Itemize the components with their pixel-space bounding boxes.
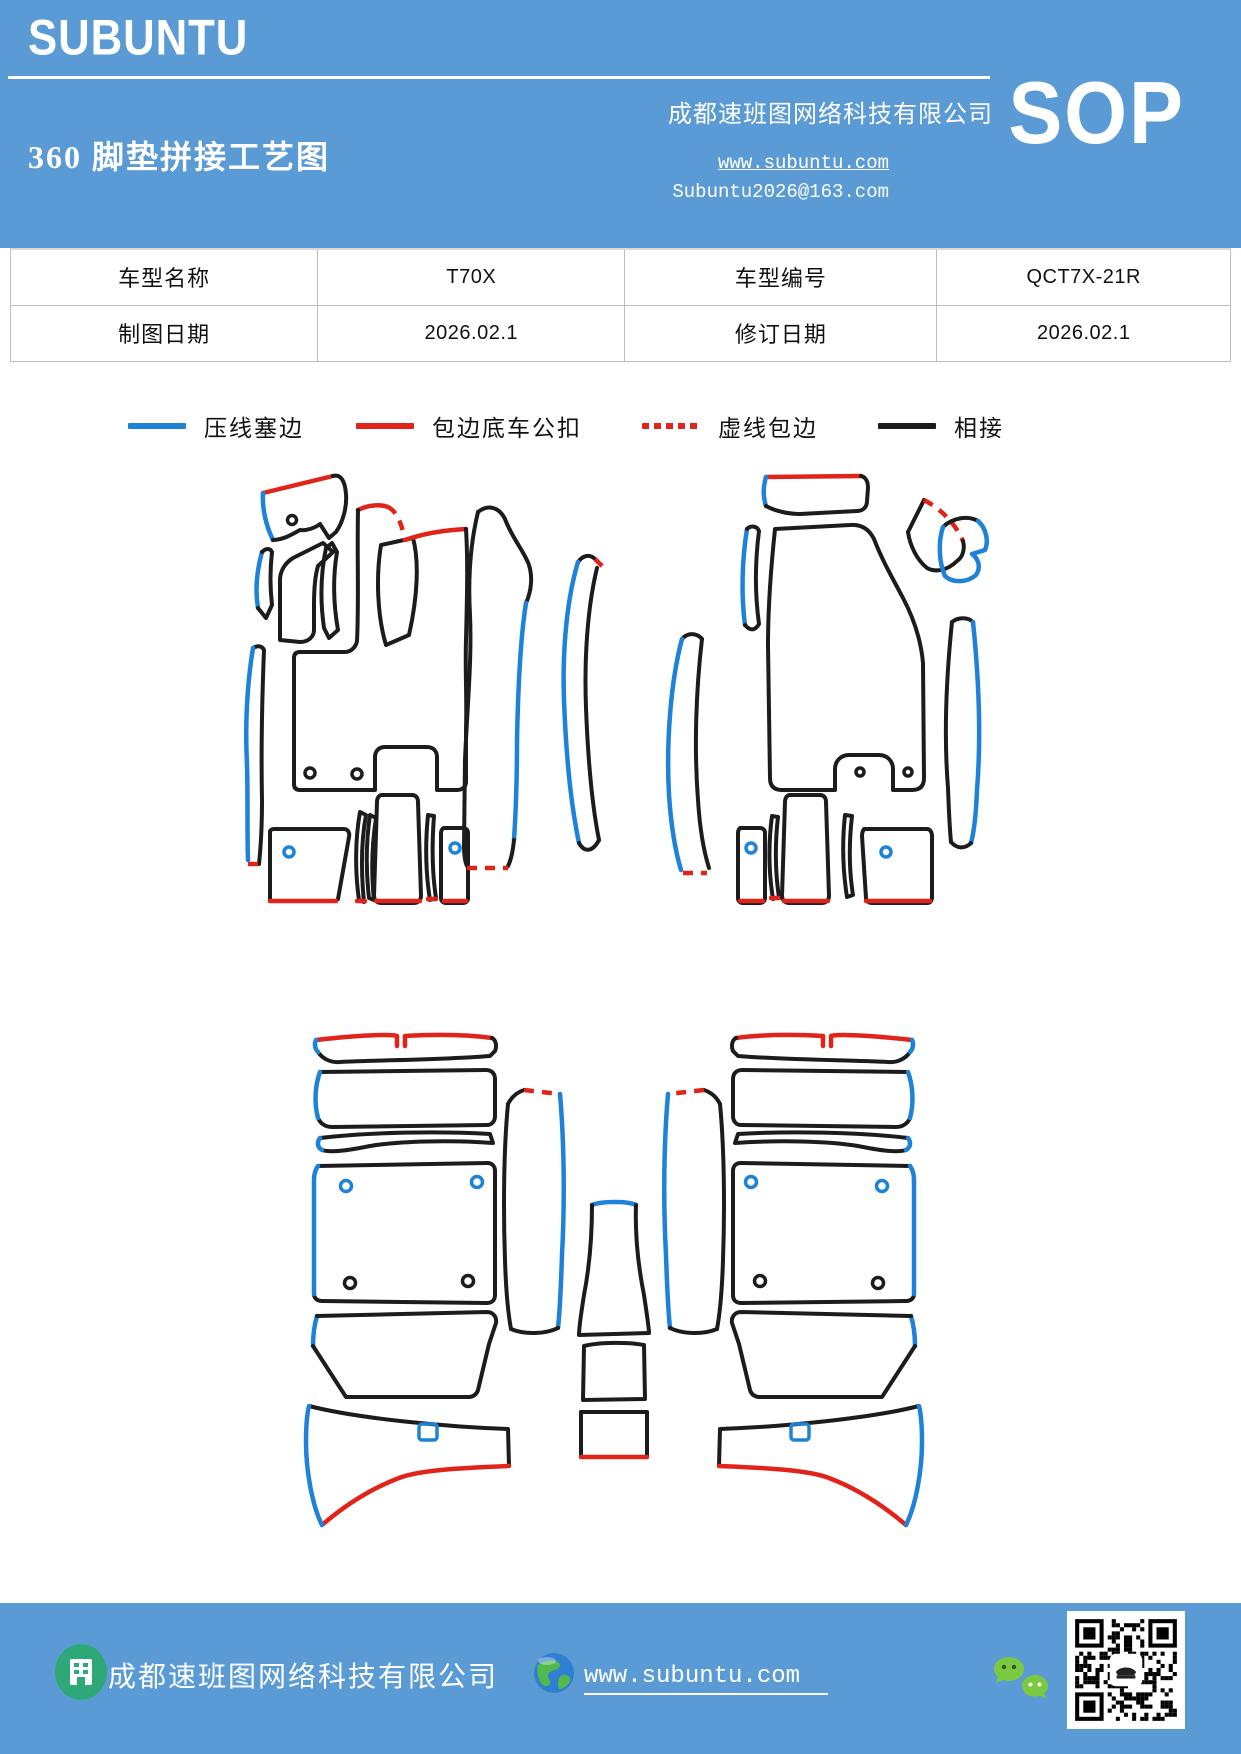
red-line-swatch <box>356 423 414 429</box>
revision-date-value: 2026.02.1 <box>1036 321 1131 344</box>
front-right-mat-group <box>561 473 989 905</box>
table-cell-date-value: 2026.02.1 <box>318 305 626 361</box>
legend-item-red-dashed: 虚线包边 <box>642 409 818 443</box>
legend-item-blue: 压线塞边 <box>128 409 304 443</box>
draw-date-value: 2026.02.1 <box>424 321 519 344</box>
footer: 成都速班图网络科技有限公司 www.subuntu.com <box>0 1603 1241 1754</box>
revision-date-label: 修订日期 <box>734 322 827 348</box>
header-company-name: 成都速班图网络科技有限公司 <box>668 102 993 128</box>
table-cell-revision-label: 修订日期 <box>625 305 938 361</box>
table-cell-model-value: T70X <box>318 250 626 306</box>
table-cell-revision-value: 2026.02.1 <box>937 306 1230 362</box>
legend-label: 相接 <box>954 416 1004 441</box>
qr-code <box>1067 1611 1185 1729</box>
legend-label: 压线塞边 <box>204 416 304 441</box>
header-divider <box>8 76 990 79</box>
header: SUBUNTU 360 脚垫拼接工艺图 成都速班图网络科技有限公司 www.su… <box>0 0 1241 248</box>
footer-website-link[interactable]: www.subuntu.com <box>584 1663 829 1695</box>
rear-mat-right-half <box>664 1035 922 1525</box>
header-website-link[interactable]: www.subuntu.com <box>717 152 889 174</box>
draw-date-label: 制图日期 <box>118 322 211 348</box>
table-cell-code-value: QCT7X-21R <box>937 250 1230 306</box>
page-title: 360 脚垫拼接工艺图 <box>28 139 331 175</box>
header-email: Subuntu2026@163.com <box>672 181 889 203</box>
model-name-label: 车型名称 <box>118 266 211 292</box>
globe-icon <box>534 1653 574 1693</box>
model-code-label: 车型编号 <box>734 266 827 292</box>
legend-item-black: 相接 <box>878 409 1004 443</box>
wechat-icon <box>994 1657 1048 1699</box>
table-cell-code-label: 车型编号 <box>625 250 938 306</box>
model-code-value: QCT7X-21R <box>1026 265 1141 288</box>
rear-mats-diagram <box>0 1020 1241 1565</box>
rear-mat-left-half <box>306 1035 564 1525</box>
red-dashed-line-swatch <box>642 423 700 429</box>
rear-center-pieces <box>577 1199 651 1460</box>
front-left-mat-group <box>244 473 534 905</box>
building-icon <box>55 1644 107 1700</box>
legend-label: 包边底车公扣 <box>432 416 582 441</box>
model-name-value: T70X <box>446 265 497 288</box>
line-type-legend: 压线塞边 包边底车公扣 虚线包边 相接 <box>128 408 1118 444</box>
black-line-swatch <box>878 423 936 429</box>
table-cell-date-label: 制图日期 <box>11 305 319 361</box>
sop-badge: SOP <box>1008 63 1185 162</box>
legend-item-red: 包边底车公扣 <box>356 409 582 443</box>
front-mats-diagram <box>244 473 989 905</box>
footer-company-name: 成都速班图网络科技有限公司 <box>108 1662 499 1693</box>
legend-label: 虚线包边 <box>718 416 818 441</box>
vehicle-info-table: 车型名称 T70X 车型编号 QCT7X-21R 制图日期 2026.02.1 … <box>10 248 1231 362</box>
blue-line-swatch <box>128 423 186 429</box>
table-cell-model-label: 车型名称 <box>11 250 319 306</box>
brand-logo: SUBUNTU <box>28 9 249 66</box>
